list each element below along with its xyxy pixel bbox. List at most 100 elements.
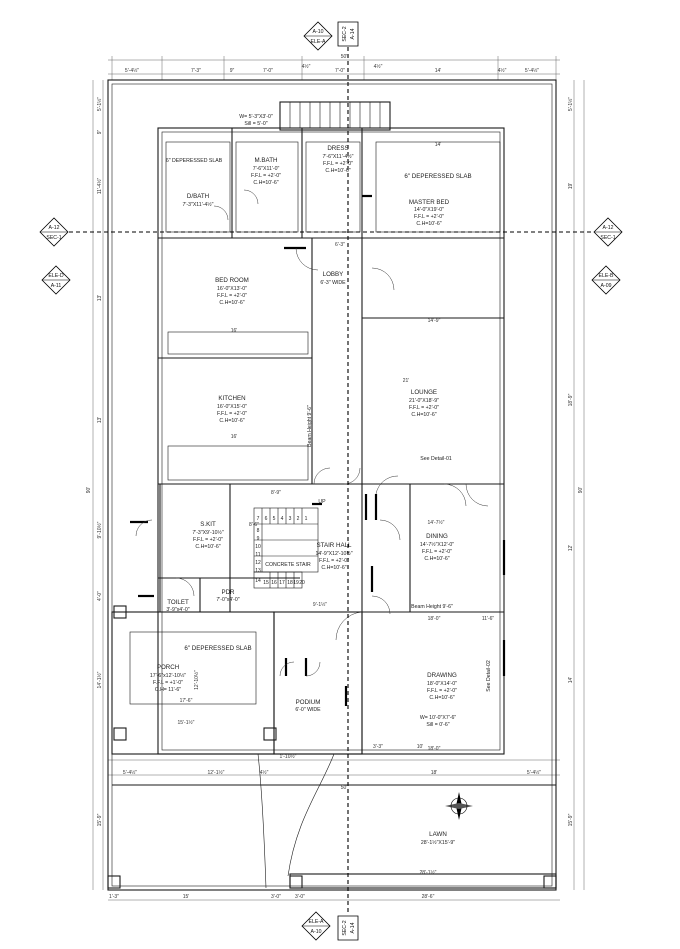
stair-step-number: 17: [279, 580, 285, 586]
stair-step-numbers: 7 6 5 4 3 2 1 8 9 10 11 12 13 14 15 16 1…: [255, 516, 307, 586]
room-size: 16'-0"X15'-0": [217, 404, 247, 410]
note-sill-drawing: Sill = 0'-6": [426, 722, 449, 728]
depressed-slab-areas: [129, 141, 501, 705]
dim-int-3: 21': [403, 378, 410, 384]
tag-right-sec-label: SEC-1: [600, 235, 615, 241]
note-up: UP: [318, 499, 326, 505]
room-pdr: PDR 7'-0"x4'-0": [216, 589, 239, 603]
dim-int-18: 1'-10½": [280, 753, 297, 760]
dim-int-17: 28'-1½": [420, 869, 437, 876]
plot-boundary: [107, 79, 557, 891]
tag-right-ele-label: A-09: [601, 283, 612, 289]
room-name: PDR: [221, 589, 235, 596]
room-m-bath: M.BATH 7'-6"X11'-0" F.F.L = +2'-0" C.H=1…: [251, 157, 281, 186]
room-podium: PODIUM 6'-0" WIDE: [295, 699, 321, 713]
room-ffl: F.F.L = +2'-0": [323, 161, 353, 167]
room-size: 7'-6"X11'-4½": [323, 153, 354, 160]
room-stair-hall: STAIR HALL 14'-9"X12'-10½" F.F.L = +2'-0…: [315, 542, 352, 571]
note-sill-top: Sill = 5'-0": [244, 121, 267, 127]
dim-int-19: 8'-6": [249, 522, 259, 528]
room-size: 7'-0"x4'-0": [216, 597, 239, 603]
dim-top-5: 7'-0": [335, 68, 345, 74]
room-ch: C.H=10'-6": [411, 412, 436, 418]
room-size: 14'-7½"X12'-0": [420, 541, 454, 548]
stair-step-number: 9: [257, 536, 260, 542]
dim-int-4: 14'-9": [428, 318, 441, 324]
dim-bottom-4: 5'-4½": [527, 769, 541, 776]
dimension-frame: [92, 56, 585, 901]
tag-bottom-ele-label: A-10: [311, 929, 322, 935]
tag-top-sec-label: SEC-2: [342, 26, 348, 41]
stair-step-number: 18: [287, 580, 293, 586]
room-d-bath: D/BATH 7'-3"X11'-4½": [183, 193, 214, 208]
dim-left-8: 15'-9": [97, 813, 103, 826]
stair-step-number: 3: [289, 516, 292, 522]
tag-top-sec: SEC-2 A-14: [337, 21, 359, 47]
tag-top-sec-num: A-14: [350, 28, 356, 39]
room-ffl: F.F.L = +2'-0": [217, 293, 247, 299]
room-dining: DINING 14'-7½"X12'-0" F.F.L = +2'-0" C.H…: [420, 533, 454, 562]
dim-edge-4: 28'-6": [422, 894, 435, 900]
room-ch: C.H=10'-6": [424, 556, 449, 562]
lawn-path-left: [257, 753, 267, 889]
room-ch: C.H=10'-6": [219, 418, 244, 424]
dim-bottom-2: 4½": [260, 769, 269, 776]
room-name: TOILET: [167, 599, 189, 606]
dim-int-15: 11'-6": [482, 616, 495, 622]
dim-left-4: 13': [97, 417, 103, 424]
dim-overall-width: 50': [341, 54, 348, 60]
dim-overall-depth-right: 90': [578, 487, 584, 494]
dim-int-2: 16': [231, 434, 238, 440]
stair-step-number: 13: [255, 568, 261, 574]
stair-step-number: 14: [255, 578, 261, 584]
dim-edge-0: 1'-3": [109, 894, 119, 900]
dimension-labels: 50' 50' 90' 90' 5'-4½" 7'-3" 9" 7'-0" 4½…: [86, 54, 584, 900]
room-name: S.KIT: [200, 521, 216, 528]
tag-bottom-sec: SEC-2 A-14: [337, 915, 359, 941]
dim-right-0: 5'-1½": [567, 97, 574, 111]
dim-left-7: 14'-1½": [96, 671, 103, 688]
dim-bottom-1: 12'-1½": [208, 769, 225, 776]
dim-int-16: 3'-3": [373, 744, 383, 750]
room-size: 7'-3"X11'-4½": [183, 201, 214, 208]
dim-int-5: 14'-7½": [428, 519, 445, 526]
stair-step-number: 11: [255, 552, 260, 558]
dim-int-13: 6'-3": [335, 242, 345, 248]
room-drawing: DRAWING 18'-0"X14'-0" F.F.L = +2'-0" C.H…: [427, 672, 457, 701]
dim-top-9: 5'-4½": [525, 67, 539, 74]
tag-top-ele: A-10 ELE-A: [303, 21, 333, 51]
room-name: STAIR HALL: [317, 542, 353, 549]
note-depressed-slab-dbath: 6" DEPERESSED SLAB: [166, 158, 223, 164]
dim-int-8: 10': [417, 744, 424, 750]
note-beam-height-vertical: Beam Height 9'-6": [307, 405, 313, 447]
room-kitchen: KITCHEN 16'-0"X15'-0" F.F.L = +2'-0" C.H…: [217, 395, 247, 424]
room-ch: C.H=10'-6": [321, 565, 346, 571]
dim-top-3: 7'-0": [263, 68, 273, 74]
stair-step-number: 12: [255, 560, 261, 566]
room-ch: C.H=10'-6": [325, 168, 350, 174]
dim-int-6: 18'-0": [428, 616, 441, 622]
stair-step-number: 19: [293, 580, 299, 586]
room-ch: C.H=10'-6": [219, 300, 244, 306]
room-ffl: F.F.L = +2'-0": [193, 537, 223, 543]
tag-top-ele-label: ELE-A: [311, 39, 327, 45]
tag-bottom-ele: ELE-A A-10: [301, 911, 331, 941]
room-name: LOUNGE: [411, 389, 437, 396]
room-lounge: LOUNGE 21'-0"X18'-9" F.F.L = +2'-0" C.H=…: [409, 389, 439, 418]
room-name: DRAWING: [427, 672, 457, 679]
room-name: PORCH: [157, 664, 179, 671]
dim-left-6: 4'-0": [97, 591, 103, 601]
room-porch: PORCH 17'-6"x12'-10½" F.F.L = +1'-0" C.H…: [150, 664, 186, 693]
lawn-path-right: [287, 753, 335, 877]
dim-right-3: 12': [568, 545, 574, 552]
dim-edge-1: 15': [183, 894, 190, 900]
room-name: LOBBY: [323, 271, 344, 278]
dim-overall-width-bottom: 50': [341, 785, 348, 791]
room-ffl: F.F.L = +2'-0": [409, 405, 439, 411]
room-master-bed: MASTER BED 14'-0"X19'-0" F.F.L = +2'-0" …: [409, 199, 450, 227]
stair-step-number: 16: [271, 580, 277, 586]
room-ffl: F.F.L = +2'-0": [251, 173, 281, 179]
dim-right-1: 19': [568, 183, 574, 190]
tag-left-sec-label: SEC-1: [46, 235, 61, 241]
